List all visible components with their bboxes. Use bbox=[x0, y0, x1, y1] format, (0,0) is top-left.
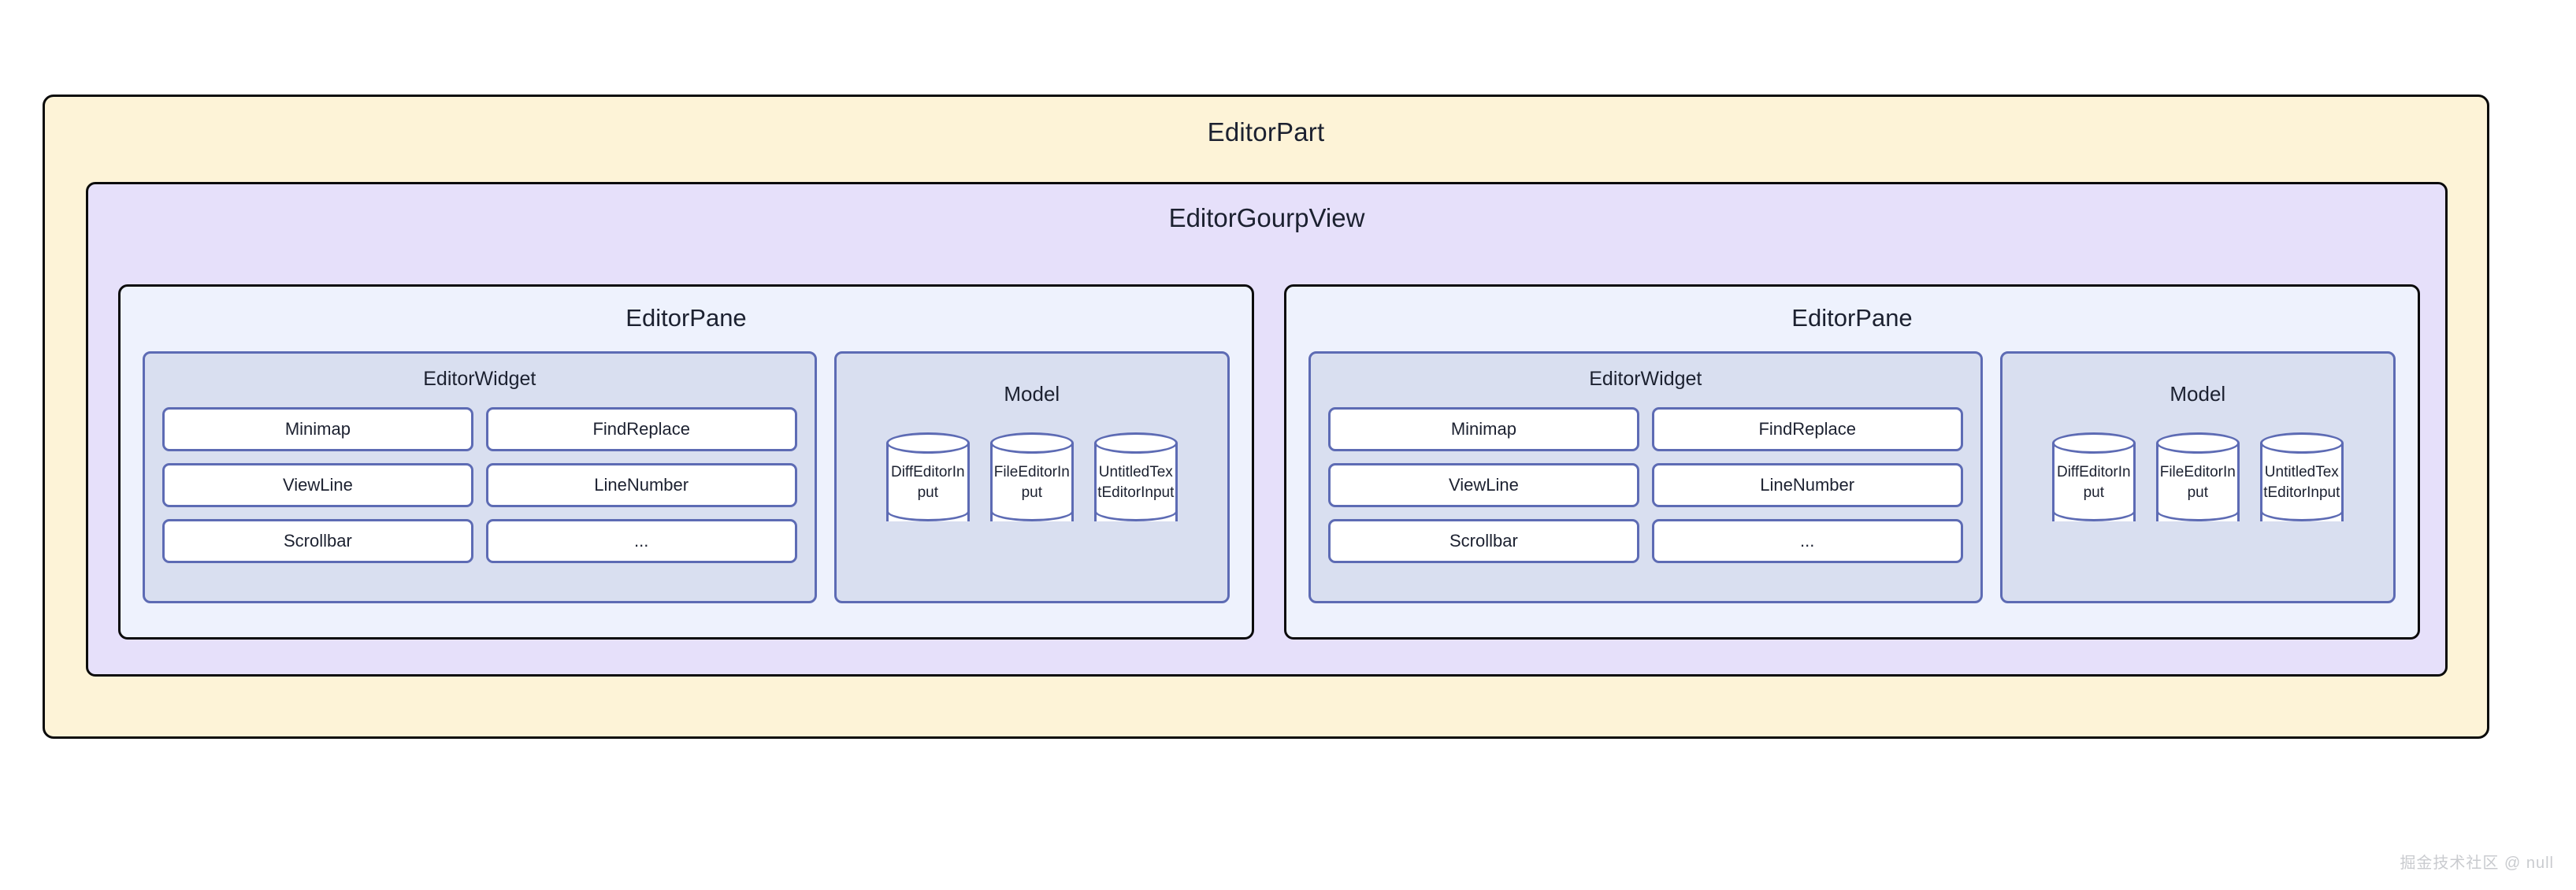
cylinder-label: UntitledTextEditorInput bbox=[2263, 464, 2340, 501]
editor-part-container: EditorPart EditorGourpView EditorPane Ed… bbox=[43, 95, 2489, 739]
cylinder-label: DiffEditorInput bbox=[890, 464, 965, 501]
editor-group-view-container: EditorGourpView EditorPane EditorWidget … bbox=[86, 182, 2448, 677]
cylinder-label: DiffEditorInput bbox=[2056, 464, 2131, 501]
cylinder-file-editor-input[interactable]: FileEditorInput bbox=[2155, 432, 2240, 532]
model-box-1: Model DiffEditorInput bbox=[833, 351, 1230, 603]
editor-pane-2-title: EditorPane bbox=[1791, 304, 1913, 332]
cylinder-top-icon bbox=[1093, 432, 1178, 454]
widget-node-ellipsis[interactable]: ... bbox=[1651, 519, 1963, 563]
cylinder-file-editor-input[interactable]: FileEditorInput bbox=[989, 432, 1074, 532]
widget-node-linenumber[interactable]: LineNumber bbox=[485, 463, 797, 507]
editor-pane-2-inner: EditorWidget Minimap FindReplace ViewLin… bbox=[1308, 351, 2396, 603]
editor-pane-1: EditorPane EditorWidget Minimap FindRepl… bbox=[118, 284, 1254, 640]
cylinder-top-icon bbox=[2259, 432, 2344, 454]
widget-node-findreplace[interactable]: FindReplace bbox=[1651, 407, 1963, 451]
editor-pane-1-inner: EditorWidget Minimap FindReplace ViewLin… bbox=[143, 351, 1230, 603]
cylinder-body-icon bbox=[1093, 443, 1178, 521]
cylinder-body-icon bbox=[989, 443, 1074, 521]
cylinder-label: FileEditorInput bbox=[993, 464, 1070, 501]
widget-node-ellipsis[interactable]: ... bbox=[485, 519, 797, 563]
widget-node-scrollbar[interactable]: Scrollbar bbox=[1328, 519, 1639, 563]
editor-widget-1-title: EditorWidget bbox=[423, 368, 536, 390]
editor-widget-2-title: EditorWidget bbox=[1589, 368, 1702, 390]
model-box-2-title: Model bbox=[2170, 382, 2226, 406]
cylinder-body-icon bbox=[2155, 443, 2240, 521]
model-cylinder-row-2: DiffEditorInput FileEditorInput bbox=[2003, 432, 2393, 532]
editor-panes-row: EditorPane EditorWidget Minimap FindRepl… bbox=[118, 284, 2420, 640]
watermark: 掘金技术社区 @ null bbox=[2400, 855, 2554, 872]
cylinder-body-icon bbox=[2259, 443, 2344, 521]
cylinder-label: FileEditorInput bbox=[2159, 464, 2236, 501]
model-box-2: Model DiffEditorInput bbox=[1999, 351, 2396, 603]
editor-part-title: EditorPart bbox=[1207, 117, 1325, 146]
widget-node-findreplace[interactable]: FindReplace bbox=[485, 407, 797, 451]
cylinder-diff-editor-input[interactable]: DiffEditorInput bbox=[2051, 432, 2136, 532]
widget-node-minimap[interactable]: Minimap bbox=[1328, 407, 1639, 451]
widget-node-viewline[interactable]: ViewLine bbox=[162, 463, 473, 507]
model-cylinder-row-1: DiffEditorInput FileEditorInput bbox=[837, 432, 1227, 532]
editor-widget-1: EditorWidget Minimap FindReplace ViewLin… bbox=[143, 351, 817, 603]
editor-pane-2: EditorPane EditorWidget Minimap FindRepl… bbox=[1284, 284, 2420, 640]
cylinder-label: UntitledTextEditorInput bbox=[1097, 464, 1175, 501]
cylinder-untitled-text-editor-input[interactable]: UntitledTextEditorInput bbox=[2259, 432, 2344, 532]
model-box-1-title: Model bbox=[1004, 382, 1060, 406]
editor-pane-1-title: EditorPane bbox=[625, 304, 747, 332]
cylinder-top-icon bbox=[885, 432, 970, 454]
cylinder-body-icon bbox=[885, 443, 970, 521]
editor-widget-2-grid: Minimap FindReplace ViewLine LineNumber … bbox=[1328, 407, 1963, 563]
cylinder-body-icon bbox=[2051, 443, 2136, 521]
cylinder-top-icon bbox=[2155, 432, 2240, 454]
cylinder-top-icon bbox=[989, 432, 1074, 454]
widget-node-scrollbar[interactable]: Scrollbar bbox=[162, 519, 473, 563]
widget-node-viewline[interactable]: ViewLine bbox=[1328, 463, 1639, 507]
cylinder-untitled-text-editor-input[interactable]: UntitledTextEditorInput bbox=[1093, 432, 1178, 532]
cylinder-top-icon bbox=[2051, 432, 2136, 454]
cylinder-diff-editor-input[interactable]: DiffEditorInput bbox=[885, 432, 970, 532]
widget-node-linenumber[interactable]: LineNumber bbox=[1651, 463, 1963, 507]
editor-group-view-title: EditorGourpView bbox=[1168, 203, 1365, 232]
widget-node-minimap[interactable]: Minimap bbox=[162, 407, 473, 451]
editor-widget-1-grid: Minimap FindReplace ViewLine LineNumber … bbox=[162, 407, 797, 563]
editor-widget-2: EditorWidget Minimap FindReplace ViewLin… bbox=[1308, 351, 1983, 603]
